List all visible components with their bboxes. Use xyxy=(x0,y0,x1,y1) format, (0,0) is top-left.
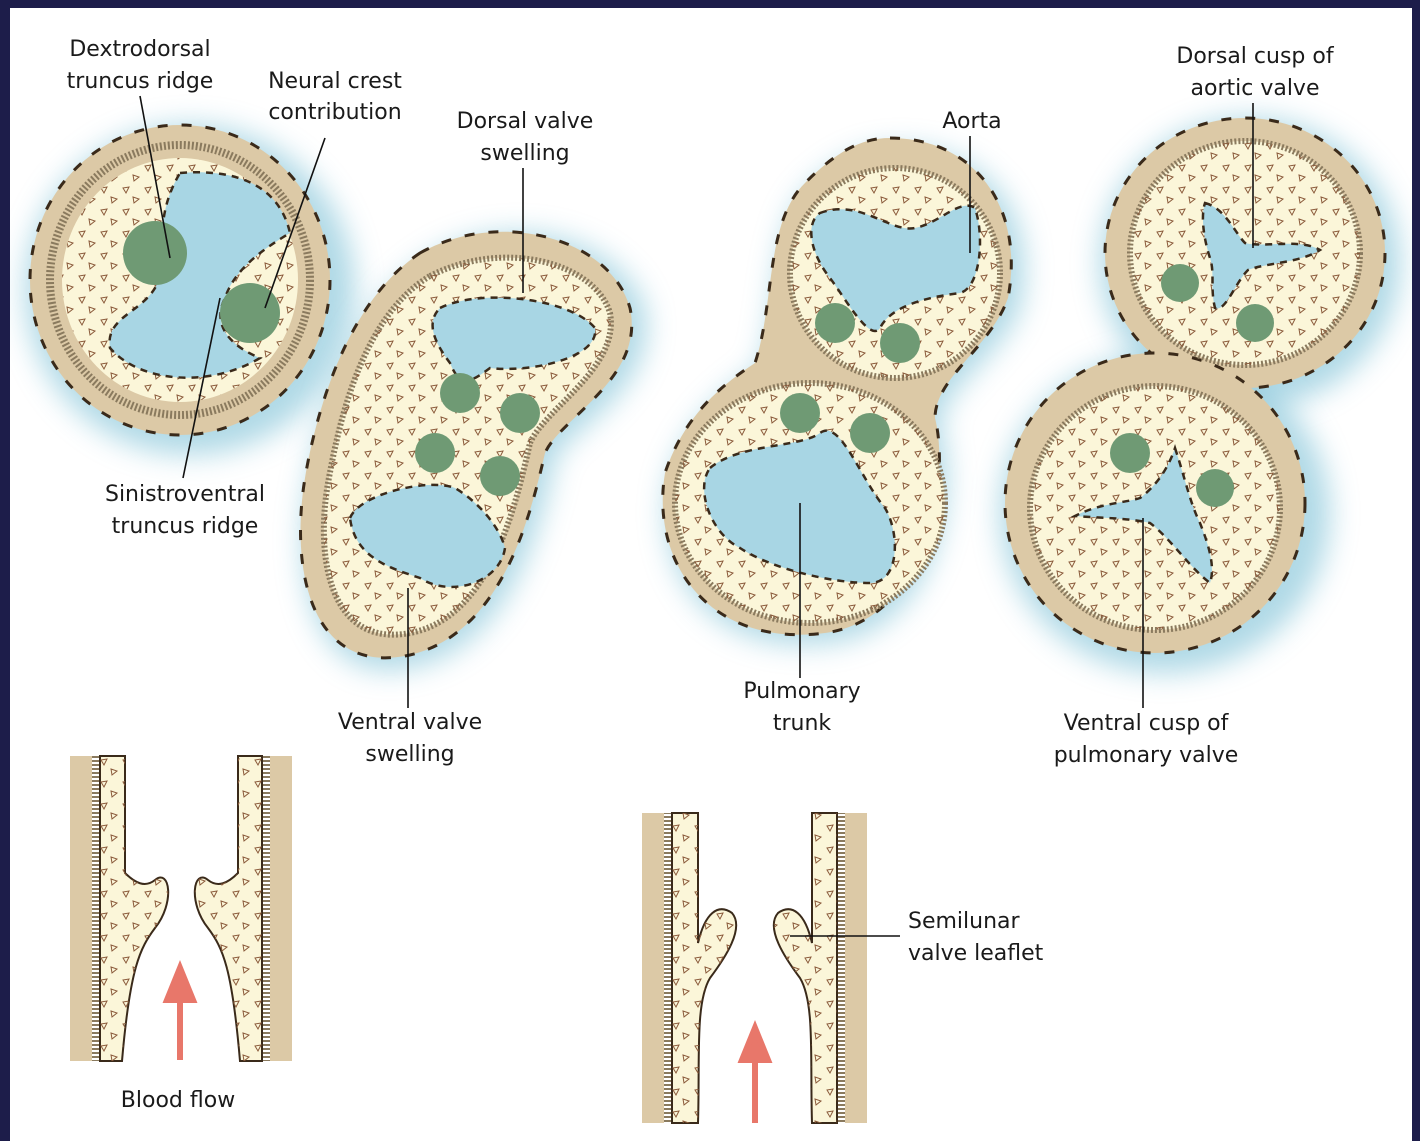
left-mesenchyme xyxy=(672,813,736,1123)
label-pulmonary-trunk-2: trunk xyxy=(773,711,832,736)
right-hatch xyxy=(262,756,270,1061)
label-dextrodorsal-2: truncus ridge xyxy=(67,69,214,94)
ridge-4 xyxy=(480,456,520,496)
ridge-3 xyxy=(415,433,455,473)
label-pulmonary-trunk-1: Pulmonary xyxy=(743,679,860,704)
right-wall xyxy=(270,756,292,1061)
label-dorsal-swelling-2: swelling xyxy=(480,141,569,166)
right-hatch xyxy=(837,813,845,1123)
right-mesenchyme xyxy=(195,756,262,1061)
left-hatch xyxy=(92,756,100,1061)
label-ventral-swelling-2: swelling xyxy=(365,742,454,767)
label-dorsal-cusp-1: Dorsal cusp of xyxy=(1176,44,1334,69)
ridge-2 xyxy=(500,393,540,433)
stage-4-truncus xyxy=(1000,118,1400,673)
label-sinistroventral-2: truncus ridge xyxy=(112,514,259,539)
label-ventral-swelling-1: Ventral valve xyxy=(338,710,482,735)
aorta-ridge-2 xyxy=(880,323,920,363)
stage-1-truncus xyxy=(25,125,355,455)
blood-flow-arrow-icon xyxy=(742,1028,768,1123)
pulmonary-ridge-2 xyxy=(850,413,890,453)
truncus-septation-diagram: Dextrodorsal truncus ridge Neural crest … xyxy=(10,8,1412,1141)
label-sinistroventral-1: Sinistroventral xyxy=(105,482,265,507)
left-hatch xyxy=(664,813,672,1123)
left-mesenchyme xyxy=(100,756,168,1061)
left-wall xyxy=(70,756,92,1061)
label-ventral-cusp-1: Ventral cusp of xyxy=(1064,711,1230,736)
aorta-cusp-ridge-1 xyxy=(1161,264,1199,302)
label-semilunar-1: Semilunar xyxy=(908,909,1021,934)
longitudinal-section-late xyxy=(642,813,867,1123)
aorta-cusp-ridge-2 xyxy=(1236,304,1274,342)
figure-canvas: Dextrodorsal truncus ridge Neural crest … xyxy=(10,8,1412,1141)
label-neural-crest-2: contribution xyxy=(268,100,401,125)
label-dorsal-swelling-1: Dorsal valve xyxy=(457,109,594,134)
label-neural-crest-1: Neural crest xyxy=(268,69,402,94)
right-mesenchyme xyxy=(774,813,837,1123)
label-ventral-cusp-2: pulmonary valve xyxy=(1054,743,1239,768)
label-blood-flow: Blood flow xyxy=(121,1088,235,1113)
dextrodorsal-ridge xyxy=(123,221,187,285)
longitudinal-section-early xyxy=(70,756,292,1061)
aorta-ridge-1 xyxy=(815,303,855,343)
ridge-1 xyxy=(440,373,480,413)
pulmonary-cusp-ridge-1 xyxy=(1110,433,1150,473)
label-aorta: Aorta xyxy=(942,109,1001,134)
pulmonary-cusp-ridge-2 xyxy=(1196,469,1234,507)
label-semilunar-2: valve leaflet xyxy=(908,941,1044,966)
right-wall xyxy=(845,813,867,1123)
left-wall xyxy=(642,813,664,1123)
label-dextrodorsal-1: Dextrodorsal xyxy=(69,37,210,62)
blood-flow-arrow-icon xyxy=(167,968,193,1060)
label-dorsal-cusp-2: aortic valve xyxy=(1191,76,1320,101)
pulmonary-ridge-1 xyxy=(780,393,820,433)
